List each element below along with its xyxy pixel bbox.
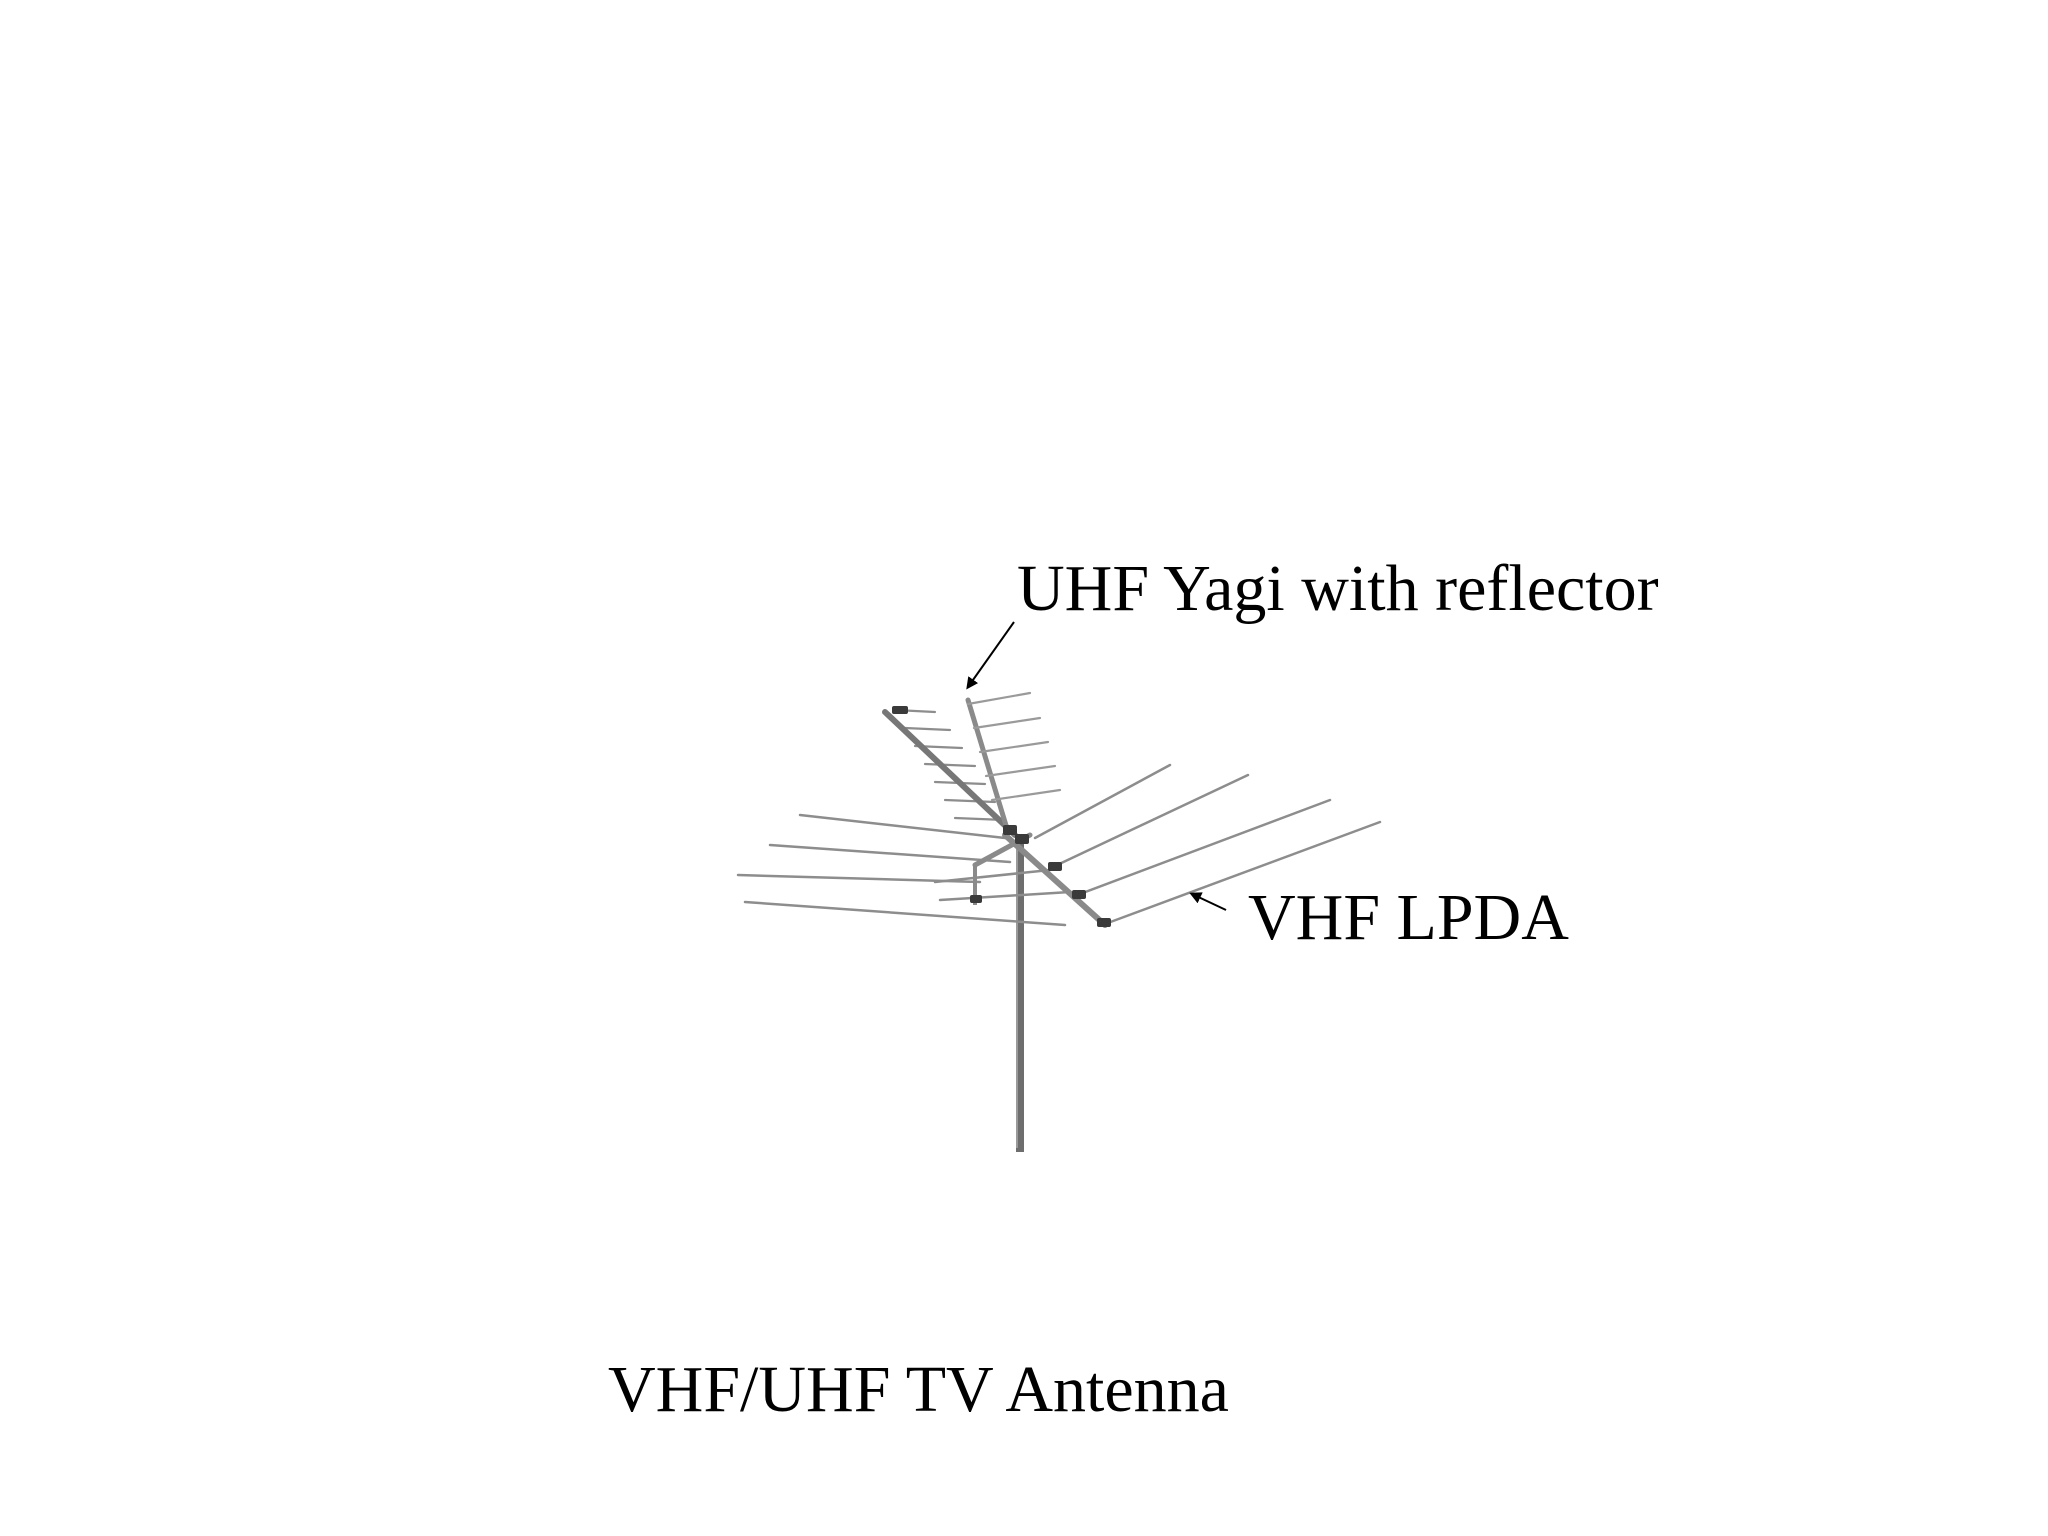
uhf-reflector — [965, 691, 1062, 835]
uhf-yagi-arrow — [966, 621, 1015, 690]
vhf-lpda-label: VHF LPDA — [1248, 881, 1569, 954]
diagram-caption: VHF/UHF TV Antenna — [608, 1353, 1229, 1426]
vhf-lpda-boom — [972, 832, 1108, 928]
uhf-yagi-boom — [882, 709, 1018, 838]
uhf-yagi-label: UHF Yagi with reflector — [1017, 552, 1659, 625]
mast — [1016, 844, 1024, 1152]
vhf-lpda-arrow — [1189, 892, 1227, 911]
vhf-lpda-elements — [736, 763, 1382, 927]
clamps — [892, 706, 1111, 927]
